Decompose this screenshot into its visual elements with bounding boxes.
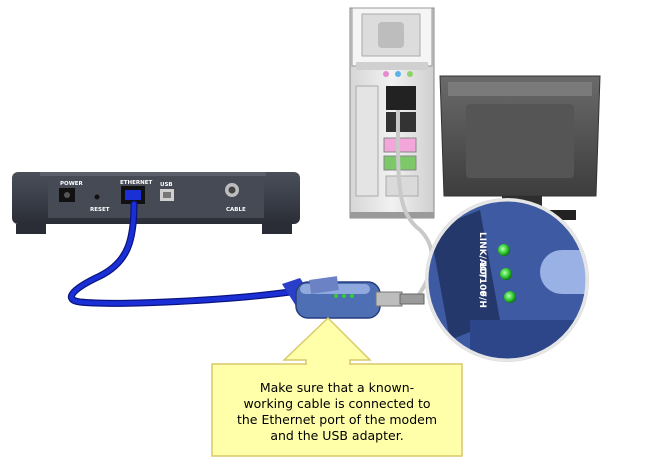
callout-message: Make sure that a known- working cable is… (236, 380, 438, 443)
cable-modem: POWER RESET ETHERNET USB CABLE (12, 172, 300, 234)
led-label-link-act: LINK/ACT (477, 232, 487, 279)
reset-label: RESET (90, 207, 110, 213)
coax-port (225, 183, 239, 197)
led-10-100 (500, 268, 512, 280)
led-label-10-100: 10/100 (477, 262, 487, 297)
monitor (439, 75, 601, 220)
cable-label: CABLE (226, 207, 246, 213)
led-link-act (498, 244, 510, 256)
pc-tower (349, 7, 435, 219)
ethernet-port (121, 186, 145, 204)
adapter-zoom-view: LINK/ACT 10/100 F/H (425, 198, 589, 362)
callout-box (211, 363, 463, 457)
callout-arrow (282, 316, 372, 367)
fan-grille (361, 13, 421, 57)
usb-label: USB (160, 182, 173, 188)
reset-button (94, 194, 100, 200)
usb-ethernet-adapter (282, 276, 425, 319)
ethernet-label: ETHERNET (120, 180, 152, 186)
led-label-f-h: F/H (477, 291, 487, 308)
power-port (59, 188, 75, 202)
callout (211, 316, 463, 457)
ethernet-cable (69, 201, 293, 306)
power-label: POWER (60, 181, 84, 187)
usb-port (160, 189, 174, 201)
led-f-h (504, 291, 516, 303)
